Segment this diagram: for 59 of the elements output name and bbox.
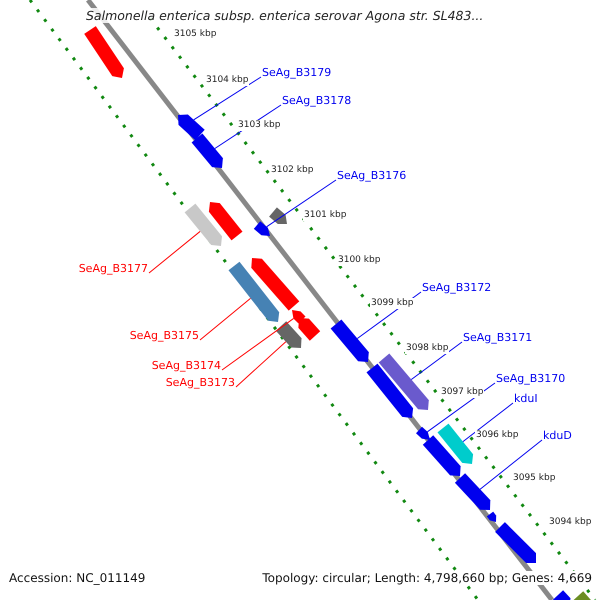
- scale-tick-label: 3103 kbp: [237, 120, 282, 131]
- scale-tick-label: 3105 kbp: [173, 29, 218, 40]
- gene-block: [292, 310, 306, 324]
- gene-block: [254, 221, 270, 236]
- gene-block: [84, 26, 124, 78]
- scale-tick-label: 3096 kbp: [475, 430, 520, 441]
- gene-block: [184, 204, 222, 246]
- gene-block: [552, 590, 570, 600]
- scale-tick-label: 3094 kbp: [548, 517, 592, 528]
- scale-tick-label: 3101 kbp: [303, 210, 348, 221]
- gene-block: [495, 522, 536, 563]
- leader-line: [222, 318, 294, 370]
- title: Salmonella enterica subsp. enterica serovar Agona str. SL483...: [86, 8, 484, 23]
- leader-line: [266, 180, 336, 228]
- gene-label: SeAg_B3170: [496, 372, 566, 385]
- leader-line: [410, 342, 462, 380]
- scale-tick-label: 3100 kbp: [337, 255, 382, 266]
- scale-tick-label: 3102 kbp: [270, 165, 314, 176]
- leader-line: [236, 341, 286, 388]
- leader-line: [462, 402, 514, 442]
- gene-block: [486, 512, 496, 522]
- leader-line: [200, 298, 251, 340]
- genome-info-text: Topology: circular; Length: 4,798,660 bp; Genes: 4,669: [262, 571, 592, 585]
- gene-block: [178, 114, 205, 140]
- gene-block: [416, 426, 430, 440]
- scale-tick-label: 3099 kbp: [370, 298, 414, 309]
- gene-label: SeAg_B3174: [152, 359, 221, 372]
- gene-block: [269, 207, 287, 224]
- gene-label: SeAg_B3176: [337, 169, 406, 182]
- gene-label: SeAg_B3177: [78, 262, 148, 275]
- gene-label: SeAg_B3179: [262, 66, 332, 79]
- gene-label: SeAg_B3171: [463, 331, 532, 344]
- gene-block: [192, 134, 223, 168]
- gene-block: [366, 364, 414, 418]
- gene-block: [298, 318, 320, 341]
- gene-label: SeAg_B3178: [282, 94, 352, 107]
- gene-label: SeAg_B3172: [422, 281, 492, 294]
- gene-block: [330, 320, 369, 362]
- gene-block: [276, 321, 302, 348]
- leader-line: [480, 440, 542, 490]
- leader-line: [148, 230, 201, 274]
- accession-text: Accession: NC_011149: [9, 571, 146, 585]
- gene-label: SeAg_B3173: [166, 376, 235, 389]
- gene-block: [378, 354, 429, 410]
- gene-block: [228, 262, 280, 322]
- gene-block: [422, 435, 461, 476]
- leader-line: [193, 76, 262, 120]
- gene-label: kduD: [543, 429, 572, 442]
- scale-tick-label: 3104 kbp: [205, 75, 250, 86]
- gene-block: [438, 424, 474, 464]
- gene-block: [251, 258, 300, 311]
- gene-label: SeAg_B3175: [130, 329, 199, 342]
- scale-tick-label: 3095 kbp: [512, 473, 556, 484]
- scale-tick-label: 3098 kbp: [405, 343, 450, 354]
- gene-block: [454, 473, 490, 510]
- gene-label: kduI: [514, 392, 538, 405]
- scale-tick-label: 3097 kbp: [440, 387, 484, 398]
- leader-line: [427, 382, 496, 432]
- gene-block: [208, 202, 242, 240]
